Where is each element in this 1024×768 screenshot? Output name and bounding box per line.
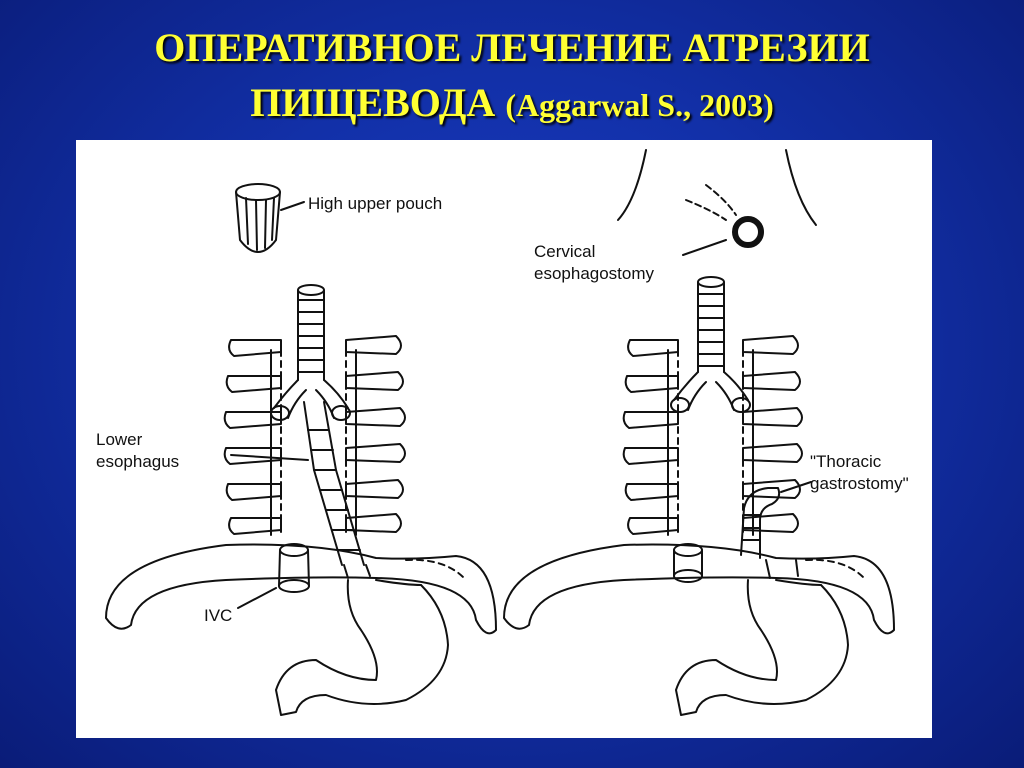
thoracic-gastrostomy [741,488,779,558]
ivc-left [279,544,309,592]
title-line-2: ПИЩЕВОДА (Aggarwal S., 2003) [0,75,1024,133]
spine-right [668,350,753,535]
illustration-drawing [76,140,932,738]
diaphragm-right [504,544,894,633]
label-thoracic-2: gastrostomy" [810,474,909,494]
trachea-left [271,285,350,420]
stomach-left [276,580,448,715]
label-high-upper-pouch: High upper pouch [308,194,442,214]
pointer-ivc [238,588,276,608]
diaphragm-left [106,545,496,634]
stomach-right [676,580,848,715]
pointer-lower-esophagus [231,455,308,460]
spine-left [271,350,356,535]
trachea-right [671,277,750,412]
surgery-illustration: High upper pouch Lower esophagus IVC Cer… [76,140,932,738]
pointer-cervical [683,240,726,255]
label-lower-esophagus-1: Lower [96,430,142,450]
stoma-dash [686,185,736,220]
pointer-thoracic [781,482,811,492]
label-cervical-2: esophagostomy [534,264,654,284]
label-thoracic-1: "Thoracic [810,452,881,472]
slide-title: ОПЕРАТИВНОЕ ЛЕЧЕНИЕ АТРЕЗИИ ПИЩЕВОДА (Ag… [0,20,1024,133]
title-line-1: ОПЕРАТИВНОЕ ЛЕЧЕНИЕ АТРЕЗИИ [0,20,1024,75]
title-main: ПИЩЕВОДА [250,80,495,125]
pointer-upper-pouch [281,202,304,210]
ribs-left [225,336,405,534]
upper-pouch-left [236,184,280,252]
label-ivc: IVC [204,606,232,626]
label-cervical-1: Cervical [534,242,595,262]
title-citation: (Aggarwal S., 2003) [505,87,773,123]
stoma-icon [735,219,761,245]
label-lower-esophagus-2: esophagus [96,452,179,472]
